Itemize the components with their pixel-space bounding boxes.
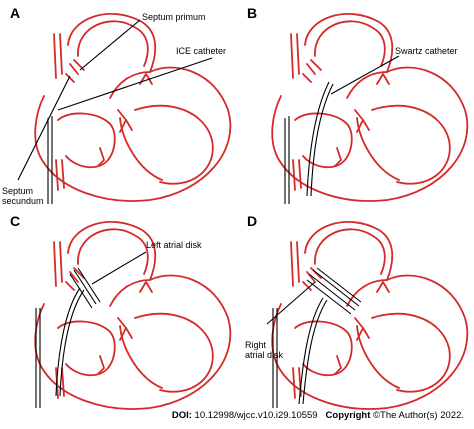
- tricuspid-valve: [334, 147, 342, 167]
- ventricular-septum: [356, 325, 400, 389]
- copyright-label: Copyright: [325, 410, 371, 421]
- mitral-valve: [117, 109, 133, 133]
- tricuspid-valve: [97, 355, 105, 375]
- label-septum-secundum-1: Septum: [2, 186, 34, 196]
- left-atrium-wall: [346, 71, 388, 99]
- interatrial-septum: [302, 59, 322, 83]
- heart-diagram-d: [266, 221, 469, 410]
- heart-outer-outline: [34, 221, 232, 410]
- left-atrium-wall: [109, 71, 151, 99]
- label-left-atrial-disk: Left atrial disk: [146, 240, 202, 250]
- label-right-atrial-disk-2: atrial disk: [245, 350, 284, 360]
- svc-right: [59, 241, 63, 283]
- ventricular-septum: [356, 117, 400, 181]
- heart-diagram-c: [34, 221, 232, 410]
- delivery-sheath-line: [298, 297, 328, 405]
- panel-a: A Septum primum ICE catheter Septum secu…: [0, 0, 237, 208]
- heart-outer-outline: [271, 13, 469, 202]
- ice-catheter-line: [272, 308, 278, 408]
- label-ice-catheter: ICE catheter: [176, 46, 227, 56]
- left-ventricle-inner: [371, 104, 451, 185]
- ice-catheter-line: [35, 308, 41, 408]
- interatrial-septum: [302, 267, 322, 291]
- heart-outer-outline: [271, 221, 469, 410]
- aortic-arch: [314, 20, 386, 67]
- pointer-left-atrial-disk: [91, 251, 147, 285]
- doi-value: 10.12998/wjcc.v10.i29.10559: [194, 410, 318, 421]
- ice-catheter-line: [284, 116, 290, 204]
- left-atrial-disk-shape: [69, 267, 101, 309]
- mitral-valve: [117, 317, 133, 341]
- aortic-valve: [139, 281, 153, 293]
- aortic-valve: [376, 73, 390, 85]
- svc-left: [53, 33, 57, 79]
- svc-left: [53, 241, 57, 287]
- svc-left: [290, 241, 294, 287]
- pointer-right-atrial-disk: [266, 281, 316, 325]
- label-right-atrial-disk-1: Right: [245, 340, 267, 350]
- panel-c: C Left atrial disk: [0, 208, 237, 416]
- left-atrium-wall: [109, 279, 151, 307]
- aortic-arch: [77, 228, 149, 275]
- left-ventricle-inner: [134, 312, 214, 393]
- copyright-value: ©The Author(s) 2022.: [373, 410, 464, 421]
- occluder-disks: [306, 267, 362, 315]
- heart-diagram-a: [17, 13, 232, 204]
- aortic-arch: [314, 228, 386, 275]
- swartz-catheter-line: [306, 81, 334, 197]
- mitral-valve: [354, 317, 370, 341]
- panel-letter: B: [247, 5, 258, 21]
- right-ventricle-inner: [57, 112, 116, 169]
- label-septum-primum: Septum primum: [142, 12, 206, 22]
- heart-outer-outline: [34, 13, 232, 202]
- pointer-ice-catheter: [57, 57, 213, 111]
- ventricular-septum: [119, 325, 163, 389]
- ivc: [292, 159, 302, 191]
- left-ventricle-inner: [371, 312, 451, 393]
- ventricular-septum: [119, 117, 163, 181]
- ivc: [55, 159, 65, 191]
- panel-letter: D: [247, 213, 258, 229]
- svc-right: [296, 241, 300, 283]
- pointer-septum-primum: [79, 19, 141, 71]
- tricuspid-valve: [334, 355, 342, 375]
- pointer-septum-secundum: [17, 75, 71, 181]
- panel-b: B Swartz catheter: [237, 0, 474, 208]
- right-ventricle-inner: [294, 112, 353, 169]
- left-ventricle-inner: [134, 104, 214, 185]
- left-atrium-wall: [346, 279, 388, 307]
- svc-left: [290, 33, 294, 79]
- label-septum-secundum-2: secundum: [2, 196, 44, 206]
- delivery-sheath-line: [55, 287, 85, 397]
- svc-right: [296, 33, 300, 75]
- aortic-valve: [139, 73, 153, 85]
- aortic-valve: [376, 281, 390, 293]
- doi-label: DOI:: [171, 410, 192, 421]
- aortic-arch: [77, 20, 149, 67]
- interatrial-septum: [65, 267, 85, 291]
- right-ventricle-inner: [294, 320, 353, 377]
- panel-d: D Right atrial disk: [237, 208, 474, 416]
- ice-catheter-line: [47, 116, 53, 204]
- heart-diagram-b: [271, 13, 469, 204]
- panel-letter: C: [10, 213, 21, 229]
- mitral-valve: [354, 109, 370, 133]
- svc-right: [59, 33, 63, 75]
- tricuspid-valve: [97, 147, 105, 167]
- citation-footer: DOI: 10.12998/wjcc.v10.i29.10559 Copyrig…: [172, 410, 464, 422]
- right-ventricle-inner: [57, 320, 116, 377]
- panel-letter: A: [10, 5, 21, 21]
- pointer-swartz-catheter: [330, 55, 400, 95]
- label-swartz-catheter: Swartz catheter: [395, 46, 458, 56]
